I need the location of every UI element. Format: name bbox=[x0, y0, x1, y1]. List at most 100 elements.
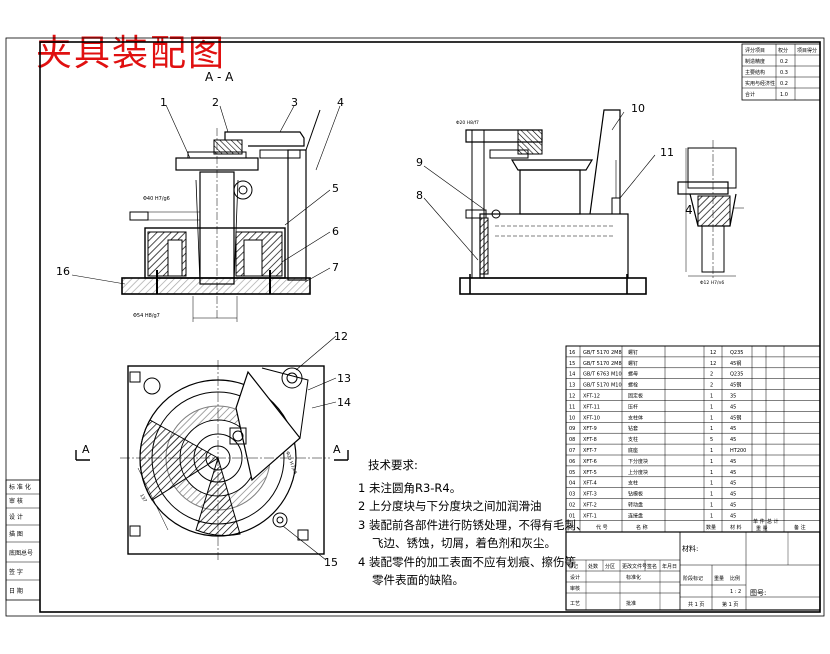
tech-item-3: 3 装配前各部件进行防锈处理，不得有毛刺、 bbox=[358, 517, 588, 532]
bom-cell-name: 上分度块 bbox=[628, 469, 648, 476]
callout-1: 1 bbox=[160, 96, 167, 109]
callout-9: 9 bbox=[416, 156, 423, 169]
bom-cell-name: 底座 bbox=[628, 447, 638, 454]
bom-cell-qty: 1 bbox=[710, 394, 713, 400]
bom-cell-code: XFT-4 bbox=[583, 481, 597, 487]
left-strip: 标 准 化 审 核 设 计 描 图 底图总号 签 字 日 期 bbox=[5, 479, 41, 601]
top-callouts: 12 13 14 15 A A bbox=[82, 330, 351, 569]
callout-14: 14 bbox=[337, 396, 351, 409]
section-mark-right: A bbox=[333, 443, 341, 456]
bom-cell-qty: 1 bbox=[710, 492, 713, 498]
bom-cell-mat: 45钢 bbox=[730, 382, 741, 389]
svg-text:材 料: 材 料 bbox=[730, 524, 742, 531]
svg-text:标记: 标记 bbox=[568, 563, 578, 570]
svg-text:备 注: 备 注 bbox=[794, 524, 806, 531]
bom-cell-qty: 1 bbox=[710, 470, 713, 476]
front-callouts: 1 2 3 4 5 6 7 16 bbox=[56, 96, 344, 278]
bom-cell-name: 支柱 bbox=[628, 436, 638, 443]
bom-cell-no: 07 bbox=[569, 448, 575, 454]
svg-text:制造精度: 制造精度 bbox=[745, 58, 765, 65]
bom-cell-code: XFT-10 bbox=[583, 415, 600, 421]
svg-text:签名: 签名 bbox=[647, 563, 657, 570]
svg-text:年月日: 年月日 bbox=[662, 563, 677, 570]
bom-cell-name: 螺母 bbox=[628, 371, 638, 378]
bom-cell-no: 12 bbox=[569, 394, 575, 400]
bom-cell-qty: 1 bbox=[710, 513, 713, 519]
bom-cell-name: 螺钉 bbox=[628, 360, 638, 367]
bom-cell-code: XFT-8 bbox=[583, 437, 597, 443]
bom-cell-mat: HT200 bbox=[730, 448, 746, 454]
svg-text:权分: 权分 bbox=[778, 47, 788, 54]
bom-cell-mat: 45 bbox=[730, 481, 736, 487]
svg-text:设计: 设计 bbox=[570, 574, 580, 581]
bom-cell-name: 压杆 bbox=[628, 403, 638, 410]
callout-10: 10 bbox=[631, 102, 645, 115]
svg-text:阶段标记: 阶段标记 bbox=[683, 575, 703, 582]
bom-cell-code: XFT-1 bbox=[583, 513, 597, 519]
callout-13: 13 bbox=[337, 372, 351, 385]
bom-cell-code: XFT-6 bbox=[583, 459, 597, 465]
tech-item-1: 1 未注圆角R3-R4。 bbox=[358, 480, 462, 495]
svg-text:比例: 比例 bbox=[730, 575, 740, 582]
bom-cell-mat: 35 bbox=[730, 394, 736, 400]
svg-text:序: 序 bbox=[569, 524, 574, 531]
bom-cell-qty: 1 bbox=[710, 503, 713, 509]
svg-text:重 量: 重 量 bbox=[756, 525, 768, 532]
bom-cell-name: 下分度块 bbox=[628, 458, 648, 465]
strip-base-no: 底图总号 bbox=[9, 549, 33, 557]
svg-text:图号:: 图号: bbox=[750, 589, 766, 597]
bom-cell-code: XFT-7 bbox=[583, 448, 597, 454]
side-view: Φ20 H8/f7 bbox=[423, 109, 656, 295]
bom-cell-name: 支柱 bbox=[628, 480, 638, 487]
bom-cell-qty: 5 bbox=[710, 437, 713, 443]
bom-cell-mat: 45 bbox=[730, 470, 736, 476]
bom-cell-code: GB/T 5170 2M8 bbox=[583, 361, 622, 367]
bom-cell-name: 支柱体 bbox=[628, 414, 643, 421]
bom-cell-mat: 45 bbox=[730, 503, 736, 509]
bom-cell-mat: Q235 bbox=[730, 350, 743, 356]
bom-cell-qty: 2 bbox=[710, 383, 713, 389]
callout-4: 4 bbox=[337, 96, 344, 109]
svg-text:处数: 处数 bbox=[588, 563, 598, 570]
svg-text:分区: 分区 bbox=[605, 563, 615, 570]
bom-cell-code: GB/T 5170 2M8 bbox=[583, 350, 622, 356]
bom-cell-mat: 45 bbox=[730, 492, 736, 498]
sheet-outer-frame bbox=[5, 37, 825, 617]
svg-text:批准: 批准 bbox=[626, 600, 636, 607]
svg-text:0.2: 0.2 bbox=[780, 59, 788, 65]
tech-item-4b: 零件表面的缺陷。 bbox=[372, 573, 464, 587]
svg-text:实用与经济性: 实用与经济性 bbox=[745, 80, 775, 87]
strip-trace: 描 图 bbox=[9, 530, 23, 538]
bom-cell-no: 15 bbox=[569, 361, 575, 367]
score-table: 评分项目 权分 项目得分 制造精度 0.2 主要结构 0.3 实用与经济性 0.… bbox=[741, 43, 821, 101]
bom-cell-mat: 45 bbox=[730, 437, 736, 443]
callout-5: 5 bbox=[332, 182, 339, 195]
tech-item-3b: 飞边、锈蚀，切屑，着色剂和灰尘。 bbox=[372, 536, 556, 550]
bom-cell-code: XFT-11 bbox=[583, 404, 600, 410]
tech-item-2: 2 上分度块与下分度块之间加润滑油 bbox=[358, 499, 542, 513]
bom-cell-no: 14 bbox=[569, 372, 575, 378]
sheet-inner-frame bbox=[39, 41, 821, 613]
section-mark-left: A bbox=[82, 443, 90, 456]
dim-top-angle: 137 bbox=[138, 493, 148, 504]
bom-cell-qty: 1 bbox=[710, 426, 713, 432]
svg-text:项目得分: 项目得分 bbox=[797, 47, 817, 54]
callout-12: 12 bbox=[334, 330, 348, 343]
svg-text:数量: 数量 bbox=[706, 524, 716, 531]
svg-text:1.0: 1.0 bbox=[780, 92, 788, 98]
callout-7: 7 bbox=[332, 261, 339, 274]
svg-text:评分项目: 评分项目 bbox=[745, 47, 765, 54]
bom-cell-code: XFT-2 bbox=[583, 503, 597, 509]
bom-cell-no: 08 bbox=[569, 437, 575, 443]
title-block bbox=[565, 531, 821, 611]
callout-8: 8 bbox=[416, 189, 423, 202]
bom-cell-qty: 1 bbox=[710, 448, 713, 454]
svg-text:更改文件号: 更改文件号 bbox=[622, 563, 647, 570]
bom-cell-name: 螺栓 bbox=[628, 382, 638, 389]
svg-text:0.2: 0.2 bbox=[780, 81, 788, 87]
bom-cell-no: 05 bbox=[569, 470, 575, 476]
bom-cell-name: 螺钉 bbox=[628, 349, 638, 356]
svg-text:第 1 页: 第 1 页 bbox=[722, 601, 738, 608]
